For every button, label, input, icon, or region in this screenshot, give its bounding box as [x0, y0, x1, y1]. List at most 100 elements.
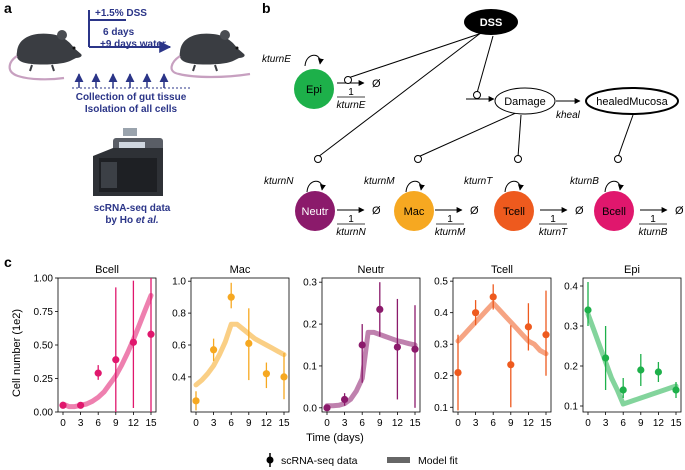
- damage-label: Damage: [504, 96, 546, 108]
- rate-kturnB: kturnB: [570, 176, 599, 187]
- x-tick-label: 6: [620, 418, 626, 429]
- damage-node: [494, 87, 556, 115]
- data-point: [77, 401, 85, 409]
- x-tick-label: 15: [670, 418, 682, 429]
- y-tick-label: 0.8: [172, 309, 186, 320]
- mouse-icon: [170, 30, 251, 79]
- rate-kturnE: kturnE: [262, 54, 291, 65]
- x-tick-label: 9: [377, 418, 383, 429]
- plot-frame: [582, 277, 682, 413]
- data-point: [472, 309, 480, 317]
- rate-labels: kturnE kturnN kturnM kturnT kturnB kheal: [262, 54, 599, 187]
- chart-title: Tcell: [491, 264, 513, 276]
- data-point: [584, 306, 592, 314]
- x-tick-label: 3: [342, 418, 348, 429]
- x-tick-label: 3: [78, 418, 84, 429]
- epi-label: Epi: [306, 84, 322, 96]
- x-tick-label: 3: [473, 418, 479, 429]
- data-point: [245, 339, 253, 348]
- y-tick-label: 0.2: [434, 371, 448, 382]
- data-point: [262, 370, 270, 378]
- mac-node: [394, 191, 434, 231]
- x-tick-label: 12: [128, 418, 140, 429]
- tcell-node: [494, 191, 534, 231]
- x-tick-label: 6: [490, 418, 496, 429]
- x-tick-label: 12: [653, 418, 665, 429]
- x-tick-label: 9: [638, 418, 644, 429]
- y-tick-label: 0.00: [34, 408, 54, 419]
- y-tick-label: 0.50: [34, 341, 54, 352]
- x-tick-label: 6: [359, 418, 365, 429]
- plot-frame: [190, 277, 290, 413]
- y-tick-label: 0.5: [434, 277, 448, 288]
- epi-node: [294, 69, 334, 109]
- legend-data-label: scRNA-seq data: [281, 455, 358, 467]
- data-point: [94, 369, 102, 377]
- data-point: [323, 404, 331, 412]
- data-point: [210, 346, 218, 354]
- model-fit-line: [455, 300, 549, 357]
- x-tick-label: 0: [455, 418, 461, 429]
- treatment-label: +1.5% DSS: [95, 8, 147, 19]
- source-label: scRNA-seq data: [94, 203, 171, 214]
- x-tick-label: 9: [113, 418, 119, 429]
- legend: scRNA-seq data Model fit: [266, 453, 458, 467]
- isolation-label: Isolation of all cells: [85, 104, 178, 115]
- plot-frame: [452, 277, 552, 413]
- y-tick-label: 0.4: [564, 282, 578, 293]
- x-tick-label: 6: [95, 418, 101, 429]
- legend-fit-label: Model fit: [418, 455, 458, 467]
- rate-denominator: kturnB: [639, 227, 668, 238]
- data-point: [411, 345, 419, 353]
- y-tick-label: 0.4: [172, 372, 186, 383]
- chart-title: Neutr: [358, 264, 385, 276]
- y-tick-label: 0.3: [303, 278, 317, 289]
- rate-numerator: 1: [348, 214, 354, 225]
- y-tick-label: 0.3: [564, 322, 578, 333]
- data-point: [637, 366, 645, 374]
- rate-denominator: kturnM: [435, 227, 466, 238]
- mac-label: Mac: [404, 206, 425, 218]
- tcell-label: Tcell: [503, 206, 525, 218]
- plot-frame: [321, 277, 421, 413]
- rate-numerator: 1: [447, 214, 453, 225]
- chart-title: Bcell: [95, 264, 119, 276]
- data-point: [358, 341, 366, 349]
- y-tick-label: 0.1: [434, 403, 448, 414]
- x-tick-label: 0: [324, 418, 330, 429]
- empty-set-symbol: Ø: [575, 205, 584, 217]
- duration-label: 6 days: [103, 27, 135, 38]
- data-point: [376, 305, 384, 314]
- model-fit-line: [585, 311, 679, 407]
- y-tick-label: 0.25: [34, 374, 54, 385]
- data-point: [507, 361, 515, 369]
- x-tick-label: 12: [523, 418, 535, 429]
- collection-arrows: [72, 73, 190, 89]
- mouse-icon: [8, 30, 82, 81]
- healed-mucosa-label: healedMucosa: [596, 96, 668, 108]
- x-tick-label: 3: [603, 418, 609, 429]
- empty-set-symbol: Ø: [372, 78, 381, 90]
- bcell-label: Bcell: [602, 206, 626, 218]
- data-point: [542, 331, 550, 339]
- rate-denominator: kturnN: [336, 227, 366, 238]
- x-tick-label: 0: [60, 418, 66, 429]
- rate-kturnN: kturnN: [264, 176, 294, 187]
- duration-label: +9 days water: [100, 39, 166, 50]
- rate-denominator: kturnE: [337, 100, 366, 111]
- rate-kturnT: kturnT: [464, 176, 493, 187]
- data-point: [454, 368, 462, 377]
- y-tick-label: 0.4: [434, 308, 448, 319]
- y-tick-label: 0.6: [172, 341, 186, 352]
- data-point: [341, 395, 349, 404]
- data-point: [59, 401, 67, 409]
- data-point: [147, 330, 155, 338]
- rate-numerator: 1: [550, 214, 556, 225]
- chart-title: Mac: [230, 264, 251, 276]
- y-tick-label: 0.3: [434, 340, 448, 351]
